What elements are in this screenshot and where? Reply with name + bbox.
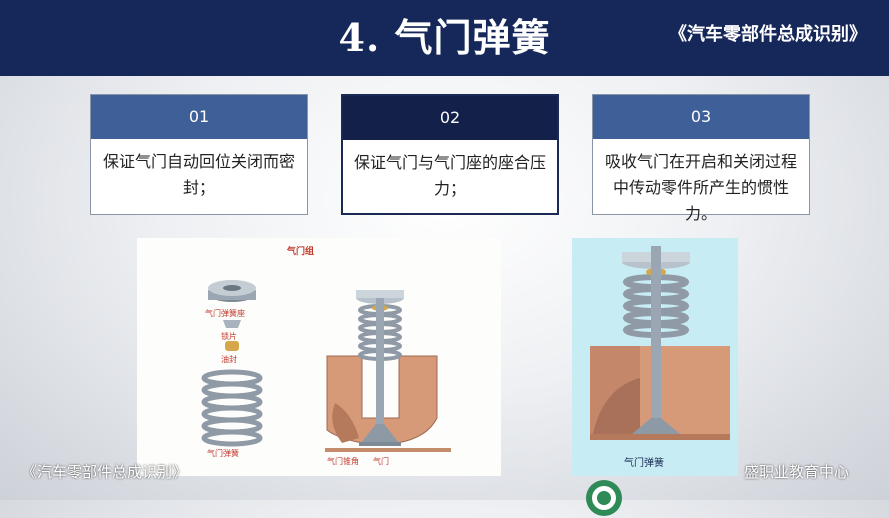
- valve-group-figure: 气门组 气门弹簧座 锁片 油封 气门弹簧 气门锥角 气门: [137, 238, 501, 476]
- header-bar: [0, 0, 889, 76]
- card-number: 02: [343, 96, 557, 140]
- footer-institution: 盛职业教育中心: [744, 463, 850, 481]
- valve-spring-illustration: [590, 246, 730, 440]
- figure-heading: 气门组: [287, 247, 315, 257]
- valve-label: 气门: [373, 457, 389, 466]
- card-text: 保证气门与气门座的座合压力；: [353, 153, 546, 198]
- footer-course-title: 《汽车零部件总成识别》: [22, 463, 188, 481]
- function-card-2: 02 保证气门与气门座的座合压力；: [341, 94, 559, 215]
- card-number: 03: [593, 95, 809, 139]
- figure-caption: 气门弹簧: [624, 458, 664, 469]
- function-card-3: 03 吸收气门在开启和关闭过程中传动零件所产生的惯性力。: [592, 94, 810, 223]
- card-text: 保证气门自动回位关闭而密封；: [102, 152, 295, 197]
- school-logo-icon: [586, 480, 622, 516]
- valve-group-illustration: [201, 280, 451, 452]
- part-label-oil-seal: 油封: [221, 355, 237, 364]
- course-subtitle: 《汽车零部件总成识别》: [669, 24, 867, 45]
- page-title: 4. 气门弹簧: [338, 15, 551, 60]
- part-label-spring: 气门弹簧: [207, 449, 239, 458]
- card-text: 吸收气门在开启和关闭过程中传动零件所产生的惯性力。: [604, 152, 797, 223]
- part-label-spring-seat: 气门弹簧座: [205, 309, 245, 318]
- valve-angle-label: 气门锥角: [327, 457, 359, 466]
- function-card-1: 01 保证气门自动回位关闭而密封；: [90, 94, 308, 215]
- valve-spring-figure: 气门弹簧: [572, 238, 738, 476]
- part-label-lock: 锁片: [221, 332, 237, 341]
- card-number: 01: [91, 95, 307, 139]
